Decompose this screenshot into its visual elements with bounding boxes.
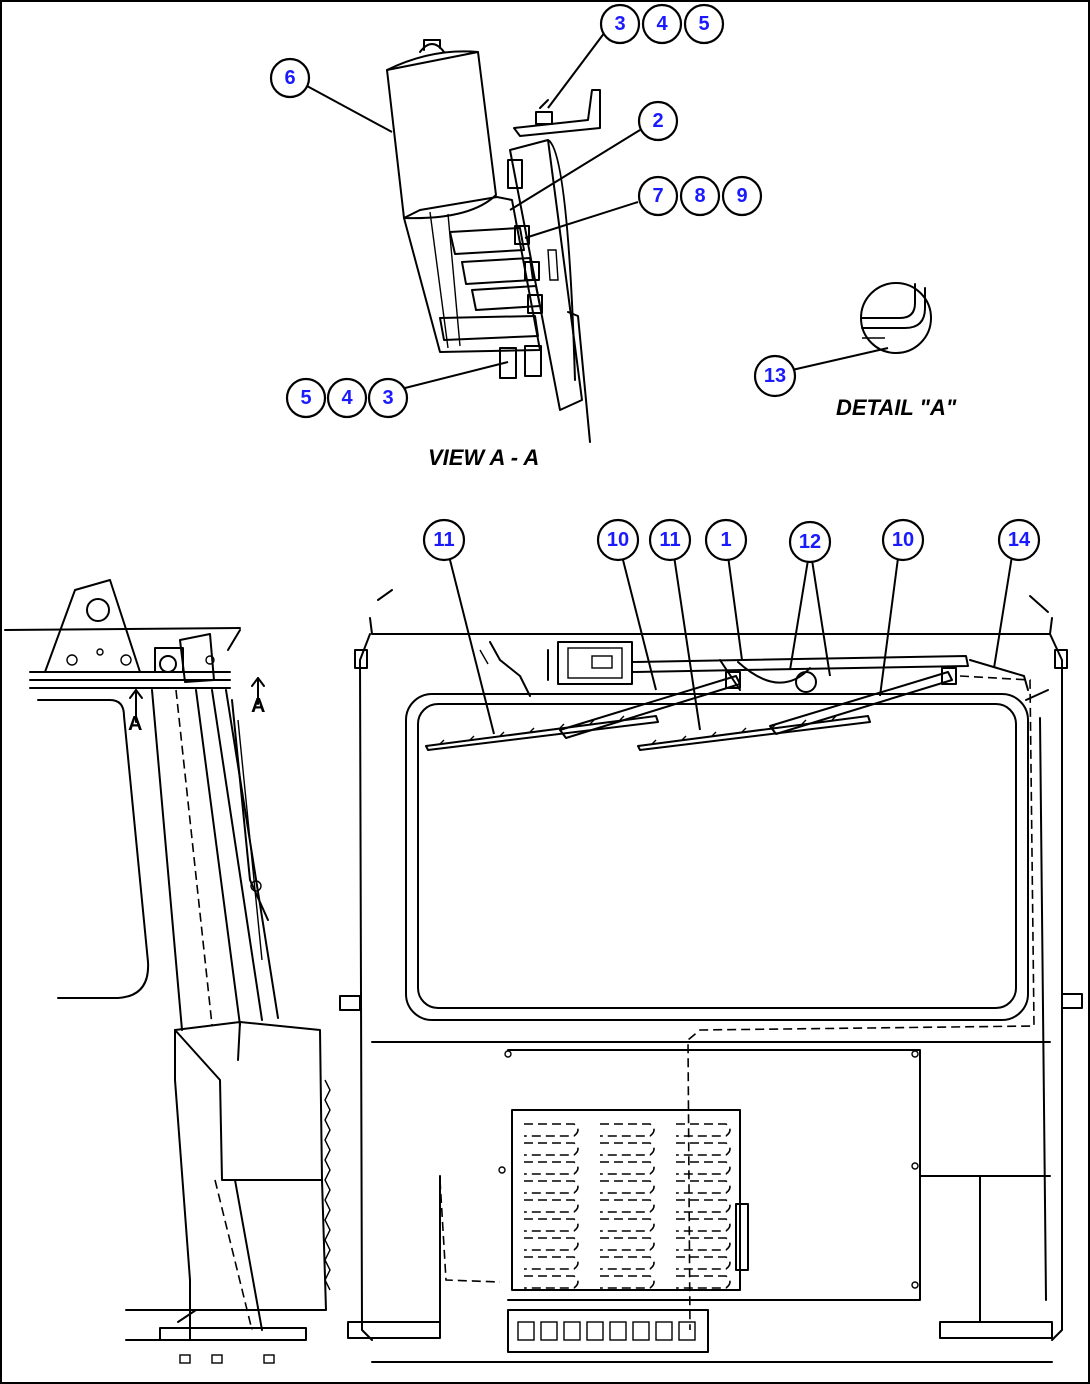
connector-pin <box>678 1321 696 1341</box>
louver-slot <box>676 1180 731 1194</box>
svg-text:10: 10 <box>607 529 629 551</box>
balloon-10-left: 10 <box>596 518 640 562</box>
svg-text:6: 6 <box>284 67 295 89</box>
svg-text:3: 3 <box>382 387 393 409</box>
louver-slot <box>676 1256 731 1270</box>
svg-text:10: 10 <box>892 529 914 551</box>
louver-grille <box>524 1123 731 1289</box>
louver-slot <box>676 1123 731 1137</box>
louver-slot <box>524 1161 579 1175</box>
balloon-11-center: 11 <box>648 518 692 562</box>
detail-a-circle <box>860 282 932 354</box>
balloon-8: 8 <box>679 175 721 217</box>
louver-slot <box>676 1199 731 1213</box>
leader-lines <box>306 31 1013 735</box>
balloon-4-top: 4 <box>641 3 683 45</box>
louver-slot <box>600 1180 655 1194</box>
louver-slot <box>524 1123 579 1137</box>
louver-slot <box>524 1256 579 1270</box>
louver-slot <box>524 1180 579 1194</box>
louver-slot <box>524 1142 579 1156</box>
connector-pin <box>563 1321 581 1341</box>
svg-text:14: 14 <box>1008 529 1031 551</box>
connector-pin <box>540 1321 558 1341</box>
svg-text:13: 13 <box>764 365 786 387</box>
louver-slot <box>524 1199 579 1213</box>
connector-pin <box>655 1321 673 1341</box>
balloon-3-top: 3 <box>599 3 641 45</box>
balloon-2: 2 <box>637 100 679 142</box>
view-a-a-caption: VIEW A - A <box>428 445 539 470</box>
svg-text:12: 12 <box>799 531 821 553</box>
louver-slot <box>600 1237 655 1251</box>
louver-slot <box>524 1237 579 1251</box>
louver-slot <box>600 1199 655 1213</box>
connector-pin <box>517 1321 535 1341</box>
louver-slot <box>600 1161 655 1175</box>
louver-slot <box>600 1123 655 1137</box>
balloon-10-right: 10 <box>881 518 925 562</box>
balloon-5-top: 5 <box>683 3 725 45</box>
svg-text:8: 8 <box>694 185 705 207</box>
side-view-cab-pillar <box>4 579 331 1364</box>
view-a-a-motor-assembly <box>386 39 601 443</box>
svg-text:11: 11 <box>433 529 454 551</box>
connector-pin <box>609 1321 627 1341</box>
balloon-13: 13 <box>753 354 797 398</box>
balloon-3-bottom: 3 <box>367 377 409 419</box>
balloon-11-left: 11 <box>422 518 466 562</box>
svg-text:4: 4 <box>341 387 353 409</box>
connector-pin <box>586 1321 604 1341</box>
svg-text:1: 1 <box>720 529 731 551</box>
louver-slot <box>676 1161 731 1175</box>
connector-pin <box>632 1321 650 1341</box>
louver-slot <box>600 1275 655 1289</box>
louver-slot <box>676 1218 731 1232</box>
balloon-4-bottom: 4 <box>326 377 368 419</box>
svg-text:5: 5 <box>300 387 311 409</box>
louver-slot <box>600 1142 655 1156</box>
detail-a-caption: DETAIL "A" <box>836 395 957 420</box>
svg-text:5: 5 <box>698 13 709 35</box>
svg-text:7: 7 <box>652 185 663 207</box>
balloon-6: 6 <box>269 57 311 99</box>
balloon-1: 1 <box>704 518 748 562</box>
svg-text:4: 4 <box>656 13 668 35</box>
bottom-connector-strip <box>517 1321 696 1341</box>
balloon-14: 14 <box>997 518 1041 562</box>
svg-text:9: 9 <box>736 185 747 207</box>
louver-slot <box>524 1218 579 1232</box>
louver-slot <box>676 1142 731 1156</box>
front-view-cab <box>339 589 1083 1363</box>
svg-text:11: 11 <box>659 529 680 551</box>
section-mark-right: A <box>251 695 265 717</box>
svg-text:3: 3 <box>614 13 625 35</box>
louver-slot <box>600 1256 655 1270</box>
section-mark-left: A <box>128 713 142 735</box>
balloon-7: 7 <box>637 175 679 217</box>
louver-slot <box>676 1237 731 1251</box>
louver-slot <box>524 1275 579 1289</box>
balloon-5-bottom: 5 <box>285 377 327 419</box>
louver-slot <box>676 1275 731 1289</box>
svg-text:2: 2 <box>652 110 663 132</box>
louver-slot <box>600 1218 655 1232</box>
balloon-9: 9 <box>721 175 763 217</box>
balloon-12: 12 <box>788 520 832 564</box>
